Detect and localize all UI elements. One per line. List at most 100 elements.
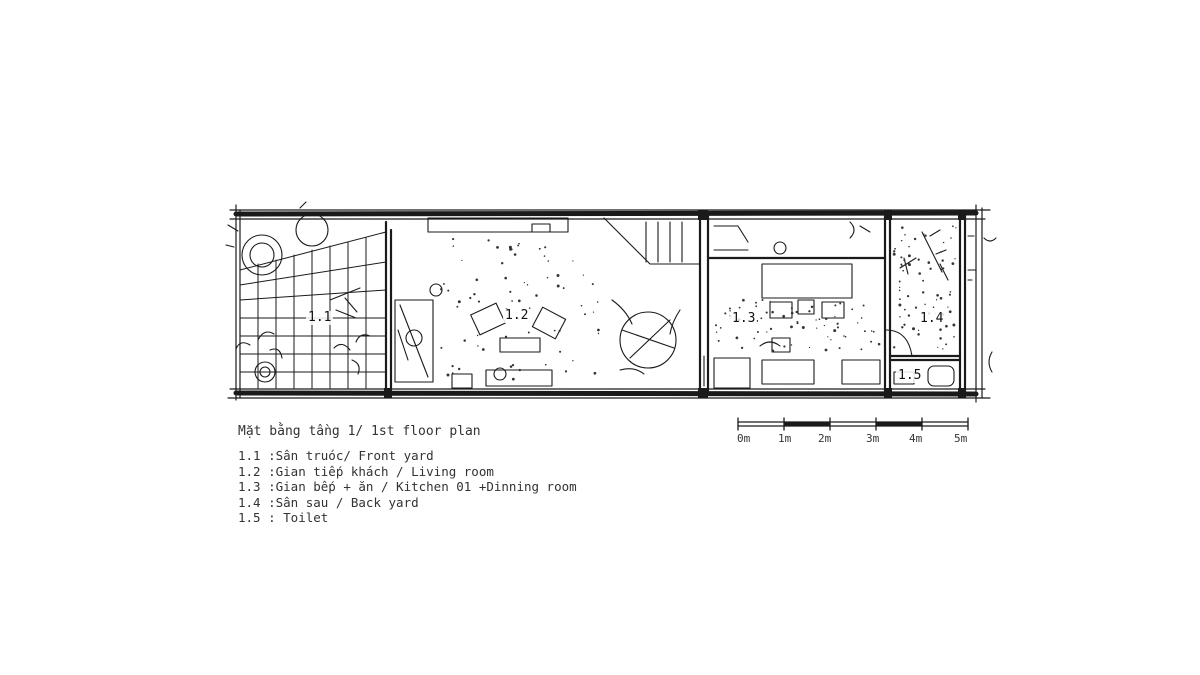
stipple-dot: [801, 326, 805, 329]
stipple-dot: [808, 310, 811, 313]
stipple-dot: [836, 326, 839, 329]
stipple-dot: [442, 282, 445, 285]
stipple-dot: [939, 337, 942, 340]
legend-item: 1.2 :Gian tiếp khách / Living room: [238, 463, 494, 479]
stipple-dot: [899, 298, 901, 300]
stipple-dot: [517, 244, 520, 247]
stipple-dot: [447, 289, 450, 292]
stipple-dot: [902, 269, 905, 272]
stipple-dot: [526, 284, 529, 286]
stipple-dot: [544, 363, 547, 366]
partition-walls: [384, 212, 967, 394]
stipple-dot: [719, 327, 722, 329]
stipple-dot: [771, 310, 774, 314]
stipple-dot: [738, 306, 741, 309]
stipple-dot: [580, 304, 583, 307]
stipple-dot: [582, 274, 585, 276]
stipple-dot: [912, 327, 915, 331]
stipple-dot: [870, 340, 873, 343]
stipple-dot: [509, 365, 513, 368]
stipple-dot: [592, 311, 595, 313]
stipple-dot: [564, 370, 568, 373]
stipple-dot: [922, 279, 925, 282]
stipple-dot: [941, 259, 944, 262]
stipple-dot: [543, 255, 546, 257]
stipple-dot: [954, 258, 956, 260]
stipple-dot: [947, 306, 949, 308]
stipple-dot: [559, 350, 562, 353]
stipple-dot: [547, 260, 550, 262]
stipple-dot: [452, 245, 455, 247]
stipple-dot: [907, 314, 911, 317]
stipple-dot: [862, 304, 865, 307]
stipple-dot: [477, 300, 481, 303]
stipple-dot: [451, 364, 454, 368]
stipple-dot: [824, 348, 828, 352]
stipple-dot: [851, 308, 854, 311]
stipple-dot: [936, 293, 939, 297]
stipple-dot: [728, 307, 731, 310]
stipple-dot: [893, 250, 896, 253]
legend-item: 1.1 :Sân truóc/ Front yard: [238, 448, 434, 463]
stipple-dot: [501, 262, 504, 265]
stipple-dot: [937, 346, 939, 348]
stipple-dot: [907, 254, 911, 258]
stipple-dot: [446, 373, 450, 377]
scale-tick-label: 0m: [737, 432, 751, 445]
stipple-dot: [844, 335, 847, 338]
legend-item: 1.3 :Gian bếp + ăn / Kitchen 01 +Dinning…: [238, 479, 577, 494]
stipple-dot: [513, 253, 517, 256]
outer-walls: [233, 210, 979, 397]
stipple-dot: [949, 291, 952, 293]
stipple-dot: [790, 307, 793, 310]
stipple-dot: [894, 247, 896, 250]
stipple-dot: [795, 310, 798, 314]
stipple-dot: [818, 318, 821, 321]
stipple-dot: [553, 329, 556, 332]
stipple-dot: [742, 298, 745, 302]
stipple-dot: [955, 227, 957, 229]
stipple-dot: [456, 305, 459, 308]
room-label-living-room: 1.2: [503, 308, 531, 323]
stipple-dot: [808, 346, 811, 349]
stipple-dot: [927, 261, 931, 264]
room-legend: 1.1 :Sân truóc/ Front yard 1.2 :Gian tiế…: [238, 448, 577, 526]
stipple-dot: [760, 317, 763, 320]
scale-tick-label: 4m: [909, 432, 923, 445]
stipple-dot: [908, 263, 911, 267]
stipple-dot: [556, 274, 560, 277]
stipple-dot: [562, 287, 565, 290]
stipple-dot: [906, 294, 910, 298]
stipple-dot: [511, 363, 515, 367]
stipple-dot: [898, 280, 901, 283]
stipple-dot: [857, 322, 859, 324]
stipple-dot: [942, 348, 944, 350]
stipple-dot: [810, 305, 814, 309]
stipple-dot: [833, 329, 837, 333]
stipple-dot: [473, 292, 476, 296]
stipple-dot: [872, 330, 875, 333]
stipple-dot: [766, 331, 768, 333]
stipple-dot: [953, 335, 955, 338]
stipple-dot: [914, 306, 918, 309]
scale-tick-label: 2m: [818, 432, 832, 445]
back-yard-plants: [849, 221, 997, 373]
stipple-dot: [935, 299, 938, 301]
stipple-dot: [724, 312, 727, 315]
kitchen-dining-furniture: [703, 225, 913, 389]
stipple-dot: [899, 286, 901, 289]
stipple-dot: [913, 237, 917, 241]
scale-bar-fill: [784, 422, 922, 426]
stipple-dot: [790, 325, 793, 329]
stipple-dot: [901, 265, 904, 268]
stipple-dot: [924, 303, 926, 306]
stipple-dot: [487, 239, 490, 242]
stipple-dot: [939, 297, 943, 300]
stipple-dot: [769, 300, 771, 303]
outer-walls-thin: [227, 204, 991, 403]
stipple-dot: [923, 233, 925, 235]
stipple-dot: [558, 329, 561, 332]
stipple-dot: [900, 263, 903, 266]
stipple-dot: [948, 310, 952, 314]
